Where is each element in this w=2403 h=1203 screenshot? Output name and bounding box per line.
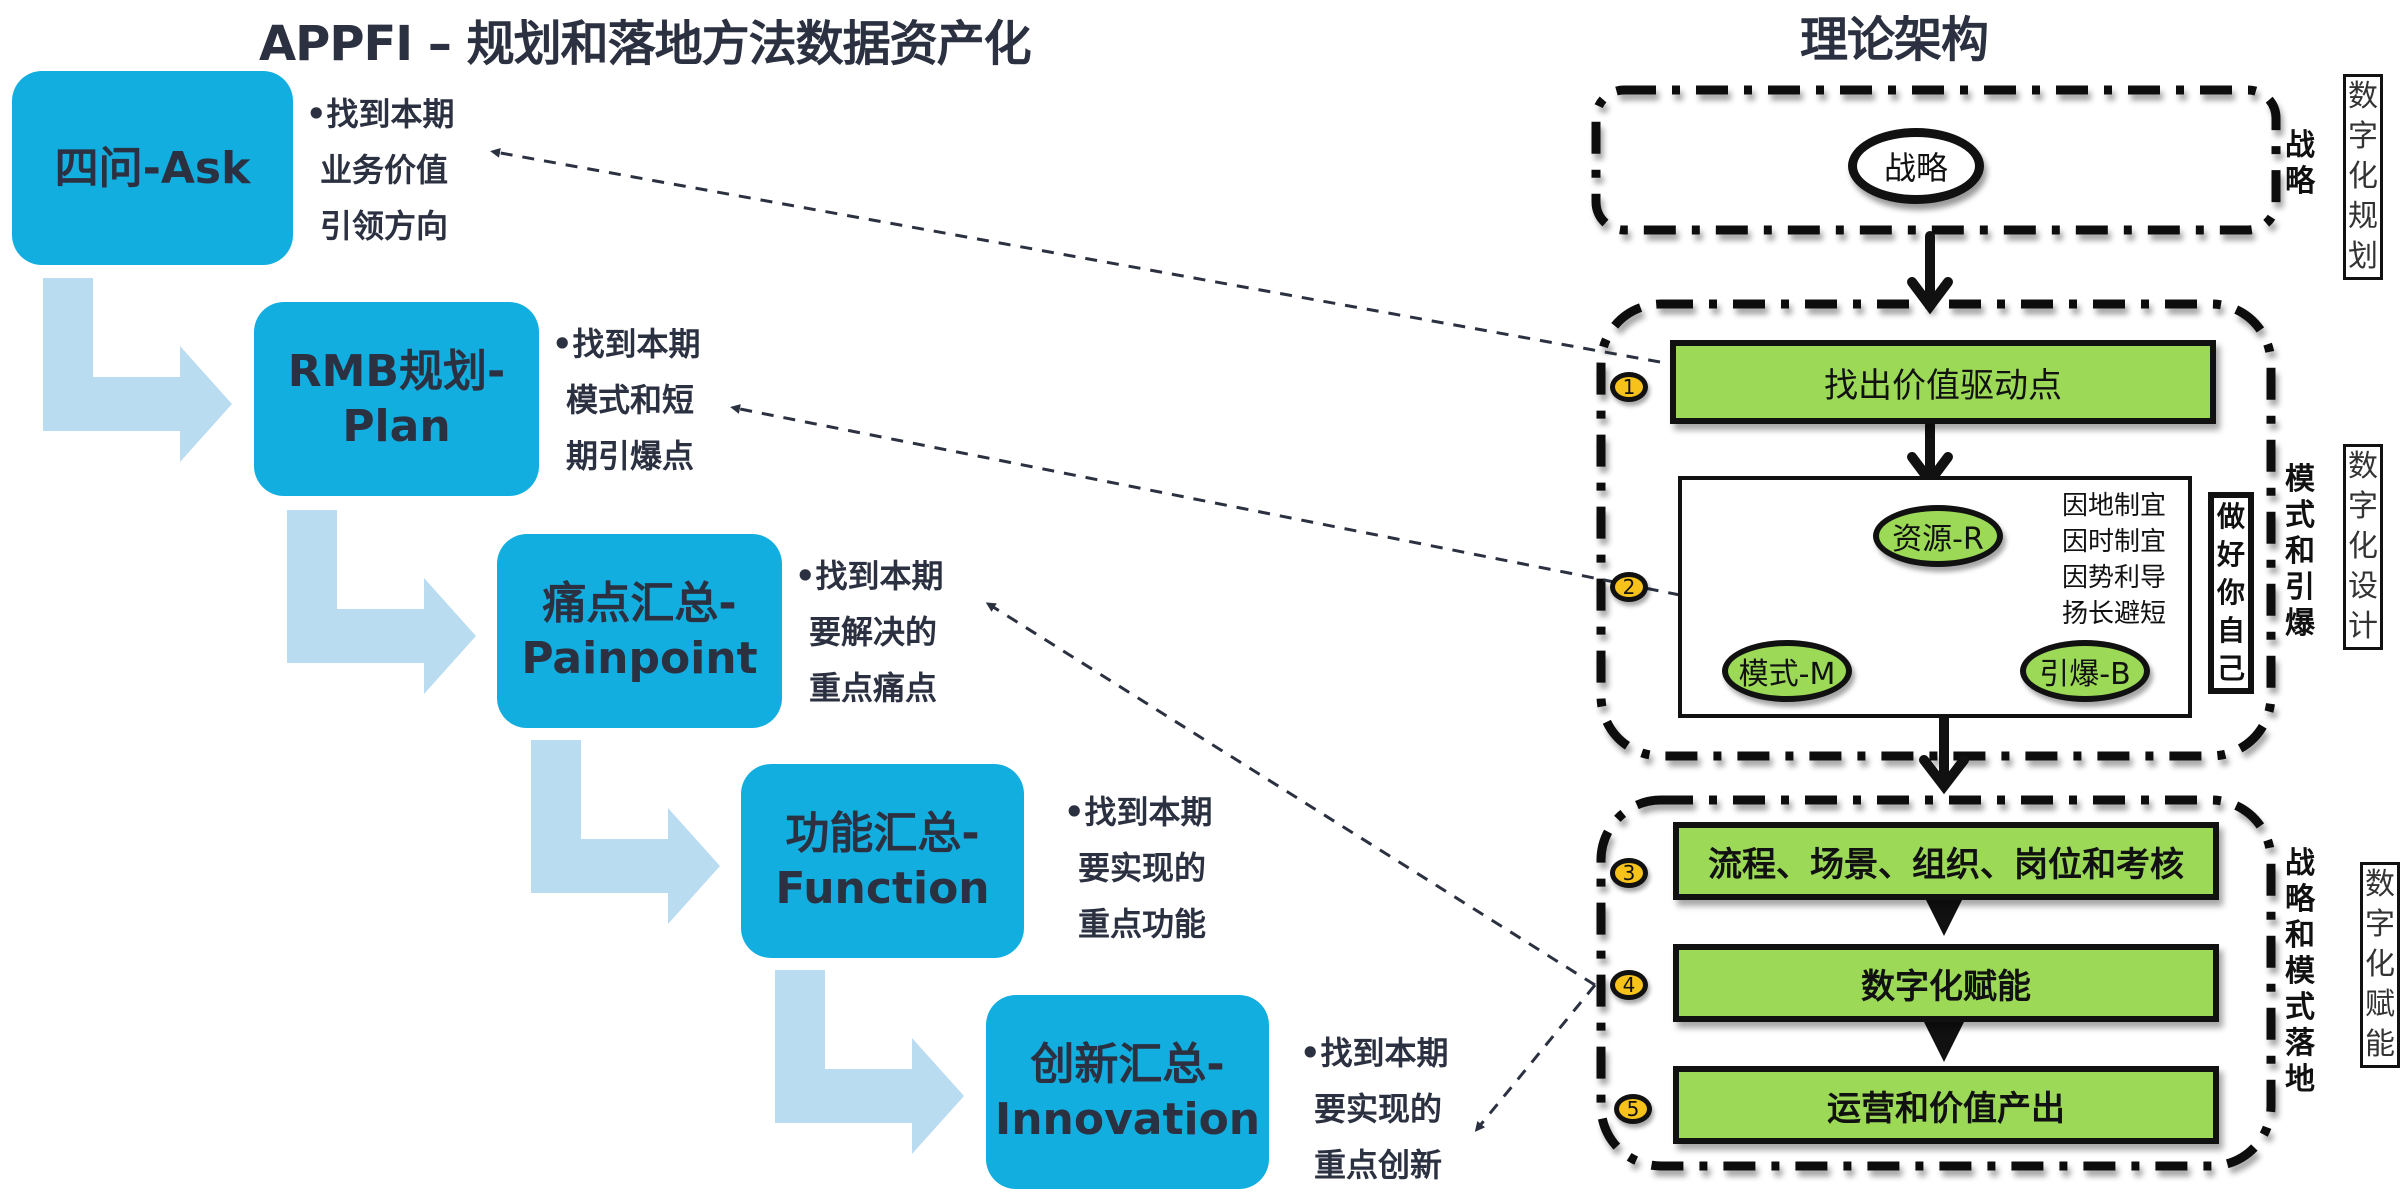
rmb-node-ignite[interactable]: 引爆-B	[2020, 640, 2150, 702]
step-ask-label: 四问-Ask	[54, 142, 251, 194]
step-painpoint-label-1: 痛点汇总-	[542, 578, 737, 629]
step-innovation[interactable]: 创新汇总- Innovation	[986, 995, 1269, 1189]
do-yourself-label: 做好你自己	[2208, 492, 2254, 694]
step-arrow-3	[531, 740, 720, 924]
step-plan[interactable]: RMB规划- Plan	[254, 302, 539, 496]
step-function-note: •找到本期 要实现的 重点功能	[1064, 793, 1213, 943]
step-painpoint-note: •找到本期 要解决的 重点痛点	[795, 557, 944, 707]
step-function[interactable]: 功能汇总- Function	[741, 764, 1024, 958]
step-painpoint[interactable]: 痛点汇总- Painpoint	[497, 534, 782, 728]
step-ask[interactable]: 四问-Ask	[12, 71, 293, 265]
framework-title: 理论架构	[1800, 12, 1989, 68]
step-innovation-label-2: Innovation	[994, 1094, 1261, 1145]
stage-frame-strategy	[1591, 85, 2281, 235]
arrow-process-to-enable	[1924, 896, 1964, 936]
step-arrow-1	[43, 278, 232, 462]
step-arrow-2	[287, 510, 476, 694]
flow-box-digital-enable[interactable]: 数字化赋能	[1673, 944, 2219, 1022]
stage-label-strategy: 战略	[2285, 128, 2315, 199]
flow-box-operation-value[interactable]: 运营和价值产出	[1673, 1066, 2219, 1144]
stage-outer-label-enable: 数字化赋能	[2360, 862, 2400, 1068]
arrow-enable-to-operate	[1924, 1022, 1964, 1062]
step-badge-4: 4	[1610, 970, 1648, 1000]
step-plan-label-2: Plan	[342, 401, 451, 452]
flow-box-process[interactable]: 流程、场景、组织、岗位和考核	[1673, 822, 2219, 900]
link-rmb-to-plan	[730, 404, 1681, 597]
step-badge-1: 1	[1610, 372, 1648, 402]
step-innovation-note: •找到本期 要实现的 重点创新	[1300, 1034, 1449, 1184]
flow-box-value-driver[interactable]: 找出价值驱动点	[1670, 340, 2216, 424]
step-ask-note: •找到本期 业务价值 引领方向	[306, 95, 455, 245]
step-arrow-4	[775, 970, 964, 1154]
stage-label-model-ignite: 模式和引爆	[2285, 462, 2315, 641]
step-function-label-2: Function	[775, 863, 990, 914]
step-function-label-1: 功能汇总-	[785, 808, 980, 859]
rmb-node-model[interactable]: 模式-M	[1722, 640, 1852, 702]
link-enable-to-innovation	[1474, 984, 1597, 1132]
step-badge-2: 2	[1610, 572, 1648, 602]
step-painpoint-label-2: Painpoint	[521, 633, 758, 684]
stage-outer-label-design: 数字化设计	[2343, 444, 2383, 650]
strategy-node[interactable]: 战略	[1848, 128, 1984, 204]
stage-label-landing: 战略和模式落地	[2285, 846, 2315, 1097]
stage-outer-label-planning: 数字化规划	[2343, 74, 2383, 280]
step-innovation-label-1: 创新汇总-	[1030, 1039, 1225, 1090]
step-plan-label-1: RMB规划-	[287, 346, 506, 397]
rmb-principles: 因地制宜 因时制宜 因势利导 扬长避短	[2062, 491, 2167, 629]
rmb-node-resource[interactable]: 资源-R	[1873, 505, 2003, 567]
stage-frame-enable	[1596, 795, 2276, 1171]
link-enable-to-painpoint	[985, 602, 1596, 987]
stage-frame-design	[1596, 299, 2276, 761]
step-badge-3: 3	[1610, 858, 1648, 888]
step-plan-note: •找到本期 模式和短 期引爆点	[552, 325, 701, 475]
step-badge-5: 5	[1614, 1094, 1652, 1124]
appfi-title: APPFI – 规划和落地方法数据资产化	[259, 16, 1032, 72]
